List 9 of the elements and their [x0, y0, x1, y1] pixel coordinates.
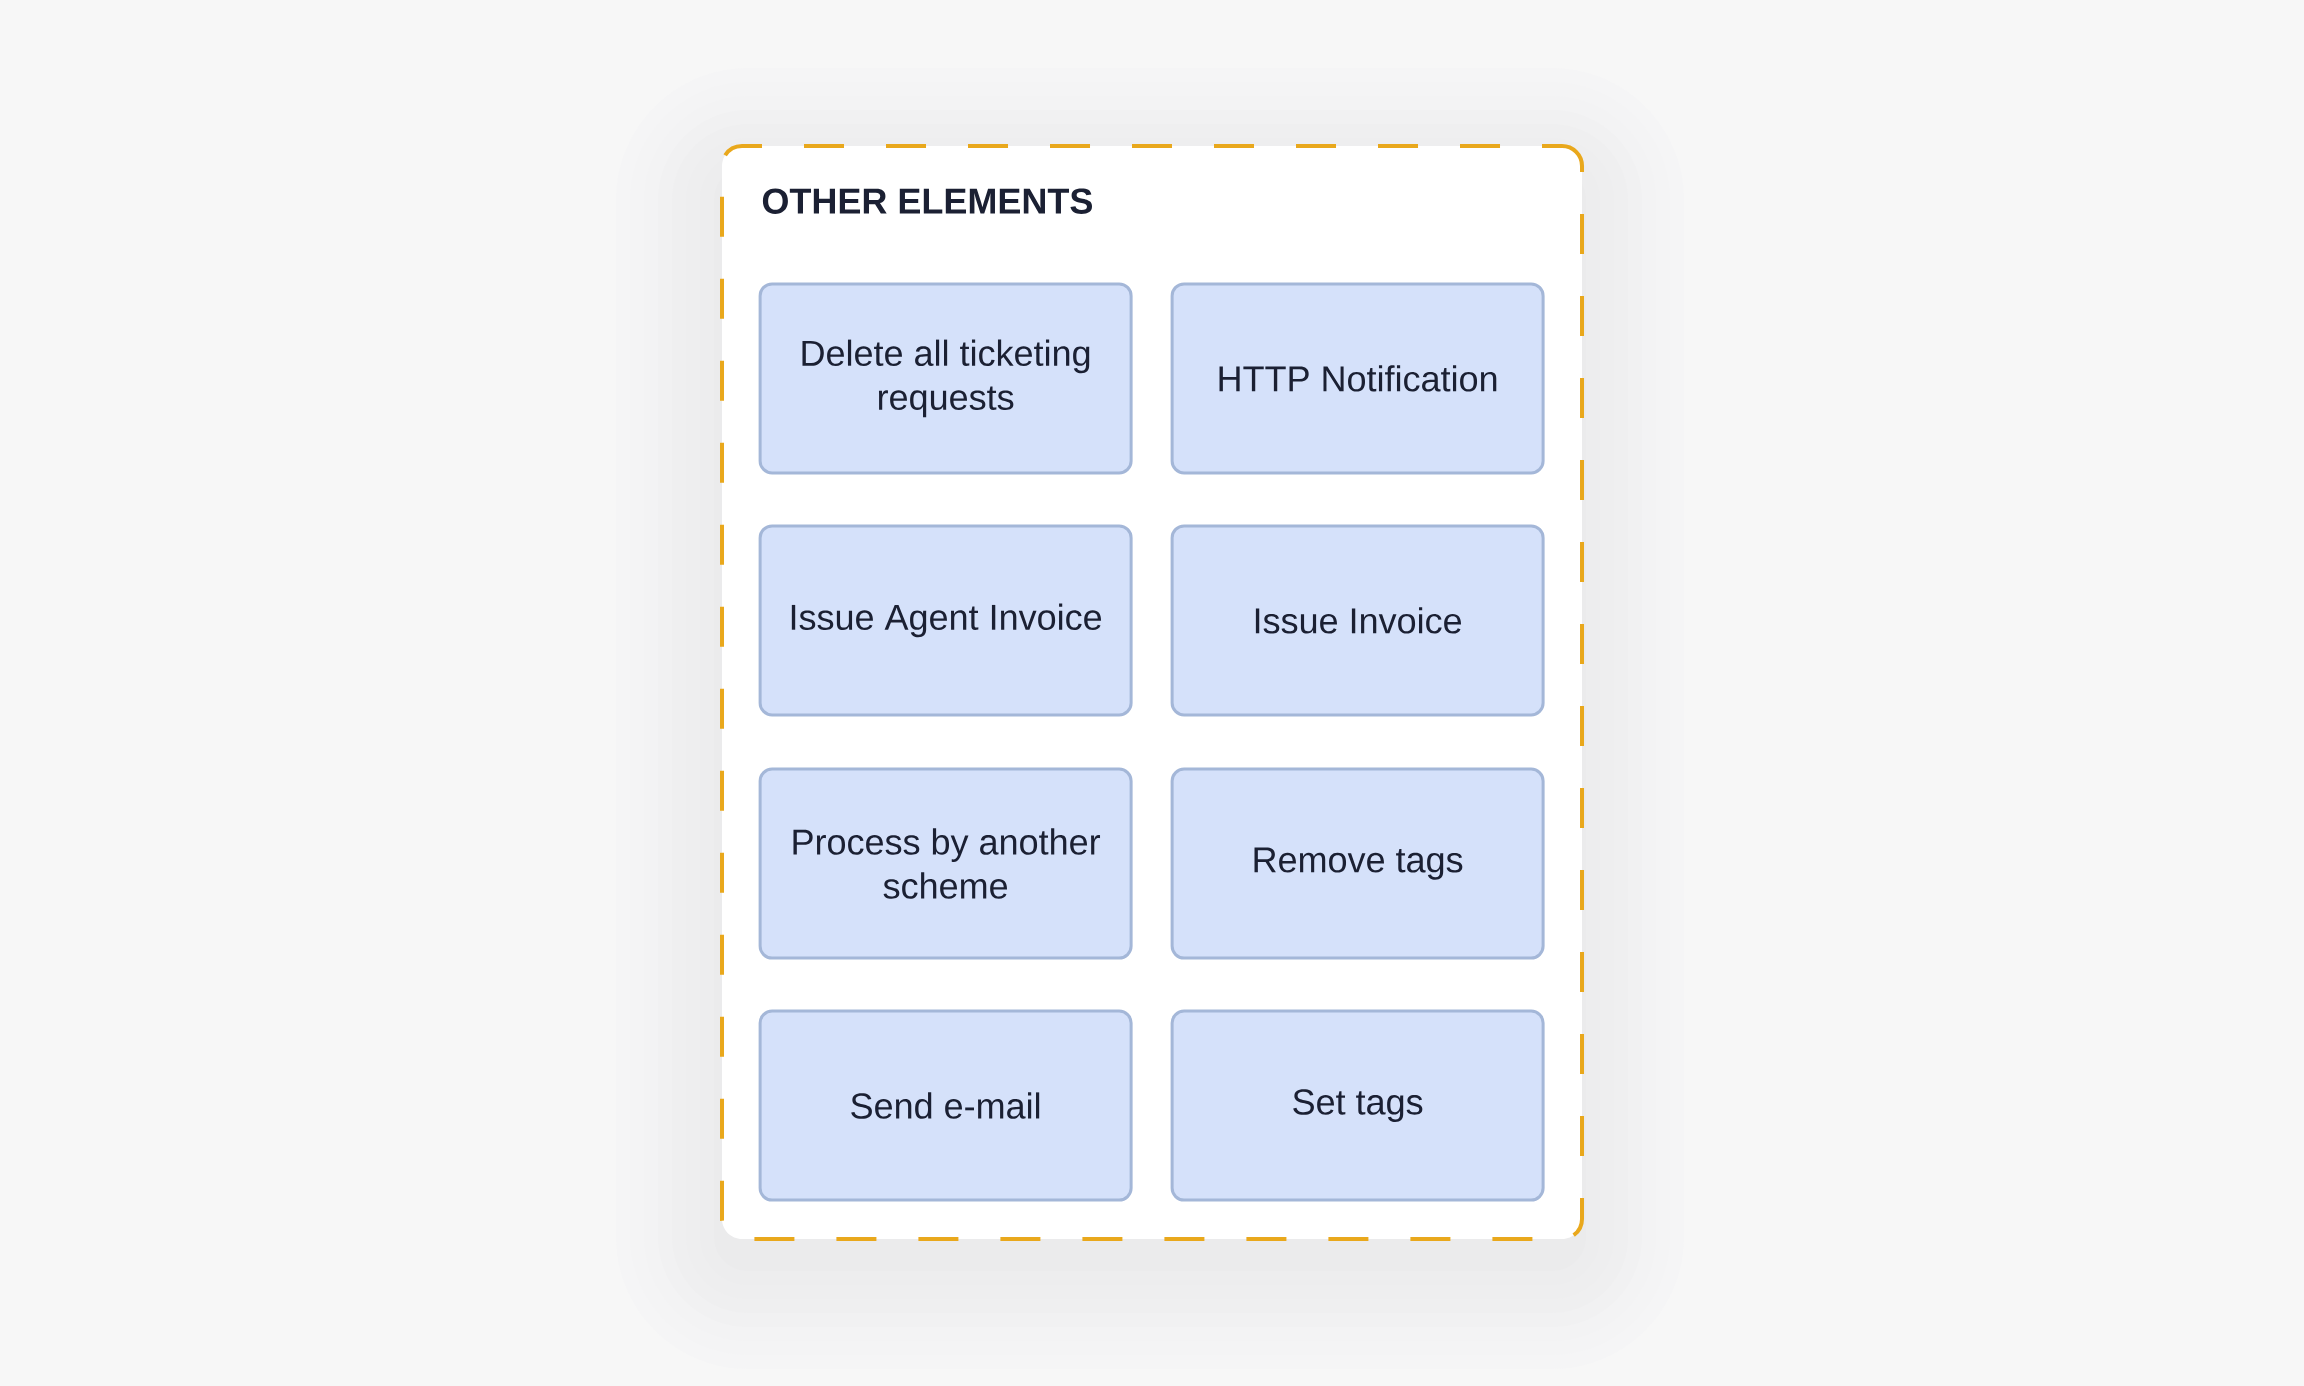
action-box: Issue Invoice [1170, 524, 1545, 717]
action-box: Process by another scheme [758, 767, 1133, 960]
action-box: Issue Agent Invoice [758, 524, 1133, 717]
action-box: HTTP Notification [1170, 282, 1545, 475]
action-box: Send e-mail [758, 1009, 1133, 1202]
action-box: Set tags [1170, 1009, 1545, 1202]
action-box: Remove tags [1170, 767, 1545, 960]
group-heading: OTHER ELEMENTS [762, 188, 1092, 214]
action-box: Delete all ticketing requests [758, 282, 1133, 475]
